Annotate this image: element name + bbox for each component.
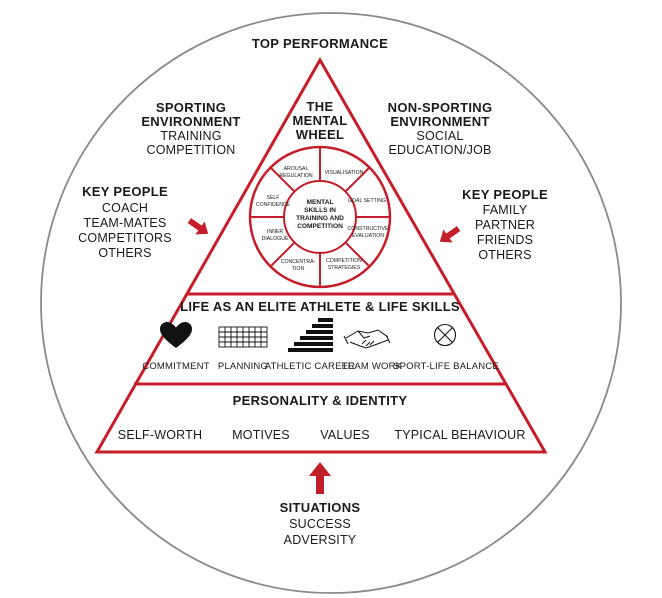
sporting-environment-block: SPORTING ENVIRONMENT TRAINING COMPETITIO… bbox=[141, 100, 240, 157]
wheel-center-line-4: COMPETITION bbox=[297, 223, 343, 230]
wheel-title-line-2: MENTAL bbox=[293, 113, 348, 128]
personality-item-self-worth: SELF-WORTH bbox=[118, 428, 202, 442]
right-key-people-partner: PARTNER bbox=[475, 218, 535, 232]
segment-competition-strategies-2: STRATEGIES bbox=[328, 265, 361, 271]
segment-self-confidence-1: SELF bbox=[267, 195, 280, 201]
wheel-title-line-1: THE bbox=[307, 99, 334, 114]
wheel-spoke bbox=[269, 241, 296, 268]
life-item-planning: PLANNING bbox=[218, 361, 268, 372]
sporting-title-1: SPORTING bbox=[156, 100, 226, 115]
stairs-icon bbox=[288, 318, 333, 352]
up-arrow-icon bbox=[309, 462, 331, 494]
non-sporting-item-social: SOCIAL bbox=[416, 129, 463, 143]
right-key-people-others: OTHERS bbox=[478, 248, 531, 262]
segment-inner-dialogue-1: INNER bbox=[267, 229, 283, 235]
wheel-spoke bbox=[269, 166, 296, 193]
segment-arousal-regulation-2: REGULATION bbox=[279, 173, 313, 179]
sporting-title-2: ENVIRONMENT bbox=[141, 114, 240, 129]
life-item-team-work: TEAM WORK bbox=[342, 361, 403, 372]
segment-arousal-regulation-1: AROUSAL bbox=[284, 166, 309, 172]
left-key-people-team-mates: TEAM-MATES bbox=[83, 216, 166, 230]
segment-competition-strategies-1: COMPETITION bbox=[326, 258, 362, 264]
personality-section-title: PERSONALITY & IDENTITY bbox=[233, 393, 408, 408]
non-sporting-title-1: NON-SPORTING bbox=[388, 100, 493, 115]
right-key-people-block: KEY PEOPLE FAMILY PARTNER FRIENDS OTHERS bbox=[462, 187, 548, 262]
personality-item-values: VALUES bbox=[320, 428, 370, 442]
right-arrow-icon bbox=[439, 226, 461, 243]
segment-concentration-1: CONCENTRA- bbox=[281, 259, 316, 265]
non-sporting-item-education: EDUCATION/JOB bbox=[388, 143, 491, 157]
wheel-spoke bbox=[344, 166, 371, 193]
top-performance-label: TOP PERFORMANCE bbox=[252, 36, 388, 51]
right-key-people-friends: FRIENDS bbox=[477, 233, 533, 247]
wheel-center-line-3: TRAINING AND bbox=[296, 215, 344, 222]
personality-item-motives: MOTIVES bbox=[232, 428, 290, 442]
handshake-icon bbox=[343, 329, 391, 349]
outer-circle bbox=[40, 12, 622, 594]
sporting-item-competition: COMPETITION bbox=[146, 143, 235, 157]
wheel-spokes bbox=[250, 147, 390, 287]
right-key-people-title: KEY PEOPLE bbox=[462, 187, 548, 202]
balance-icon bbox=[433, 323, 457, 347]
left-key-people-block: KEY PEOPLE COACH TEAM-MATES COMPETITORS … bbox=[78, 184, 172, 260]
segment-constructive-evaluation-1: CONSTRUCTIVE bbox=[348, 226, 389, 232]
left-key-people-others: OTHERS bbox=[98, 246, 151, 260]
segment-self-confidence-2: CONFIDENCE bbox=[256, 202, 291, 208]
wheel-spoke bbox=[344, 241, 371, 268]
left-key-people-competitors: COMPETITORS bbox=[78, 231, 172, 245]
wheel-center-line-2: SKILLS IN bbox=[304, 207, 336, 214]
grid-icon bbox=[218, 326, 268, 348]
mental-wheel: MENTAL SKILLS IN TRAINING AND COMPETITIO… bbox=[248, 145, 392, 289]
situations-adversity: ADVERSITY bbox=[284, 533, 357, 547]
sporting-item-training: TRAINING bbox=[160, 129, 221, 143]
segment-goal-setting: GOAL SETTING bbox=[348, 198, 386, 204]
non-sporting-title-2: ENVIRONMENT bbox=[390, 114, 489, 129]
left-key-people-coach: COACH bbox=[102, 201, 148, 215]
life-item-athletic-career: ATHLETIC CAREER bbox=[265, 361, 355, 372]
segment-concentration-2: TION bbox=[292, 266, 305, 272]
wheel-center-line-1: MENTAL bbox=[307, 199, 334, 206]
segment-visualisation: VISUALISATION bbox=[325, 170, 364, 176]
segment-inner-dialogue-2: DIALOGUE bbox=[262, 236, 289, 242]
segment-constructive-evaluation-2: EVALUATION bbox=[352, 233, 384, 239]
life-item-commitment: COMMITMENT bbox=[142, 361, 209, 372]
wheel-title-line-3: WHEEL bbox=[296, 127, 344, 142]
non-sporting-environment-block: NON-SPORTING ENVIRONMENT SOCIAL EDUCATIO… bbox=[388, 100, 493, 157]
right-key-people-family: FAMILY bbox=[483, 203, 528, 217]
left-key-people-title: KEY PEOPLE bbox=[82, 184, 168, 199]
heart-icon bbox=[160, 322, 192, 348]
situations-title: SITUATIONS bbox=[280, 500, 361, 515]
life-section-title: LIFE AS AN ELITE ATHLETE & LIFE SKILLS bbox=[180, 299, 460, 314]
personality-item-typical-behaviour: TYPICAL BEHAVIOUR bbox=[394, 428, 525, 442]
left-arrow-icon bbox=[187, 218, 209, 235]
life-item-sport-life-balance: SPORT-LIFE BALANCE bbox=[393, 361, 499, 372]
situations-success: SUCCESS bbox=[289, 517, 351, 531]
